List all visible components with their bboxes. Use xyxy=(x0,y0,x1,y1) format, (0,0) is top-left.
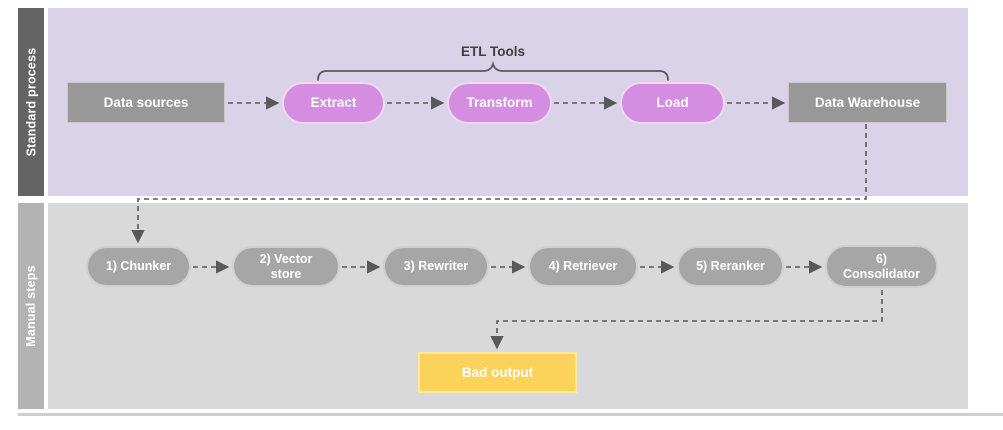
lane-header-standard-process: Standard process xyxy=(18,8,44,196)
node-data-warehouse: Data Warehouse xyxy=(788,82,947,123)
node-label: Load xyxy=(656,95,689,111)
lane-label: Manual steps xyxy=(24,265,38,347)
node-label: 1) Chunker xyxy=(105,259,172,274)
node-label: 2) Vector store xyxy=(259,252,313,281)
node-label: Transform xyxy=(466,95,533,111)
lane-header-manual-steps: Manual steps xyxy=(18,203,44,409)
node-label: Data Warehouse xyxy=(814,94,921,110)
node-label: 6) Consolidator xyxy=(842,252,921,281)
page-divider-line xyxy=(18,413,1003,416)
node-consolidator: 6) Consolidator xyxy=(825,245,938,288)
node-label: Bad output xyxy=(461,364,534,380)
node-label: 3) Rewriter xyxy=(403,259,469,274)
node-vector-store: 2) Vector store xyxy=(232,246,340,287)
node-label: Data sources xyxy=(103,94,189,110)
node-rewriter: 3) Rewriter xyxy=(383,246,489,287)
node-label: 5) Reranker xyxy=(696,259,765,274)
node-extract: Extract xyxy=(282,82,385,124)
node-chunker: 1) Chunker xyxy=(86,246,191,287)
etl-tools-label: ETL Tools xyxy=(461,44,525,59)
node-label: 4) Retriever xyxy=(548,259,618,274)
node-label: Extract xyxy=(310,95,357,111)
node-reranker: 5) Reranker xyxy=(677,246,784,287)
node-retriever: 4) Retriever xyxy=(528,246,638,287)
node-load: Load xyxy=(620,82,725,124)
node-transform: Transform xyxy=(447,82,552,124)
node-bad-output: Bad output xyxy=(418,352,577,393)
lane-label: Standard process xyxy=(24,47,39,157)
node-data-sources: Data sources xyxy=(67,82,225,123)
